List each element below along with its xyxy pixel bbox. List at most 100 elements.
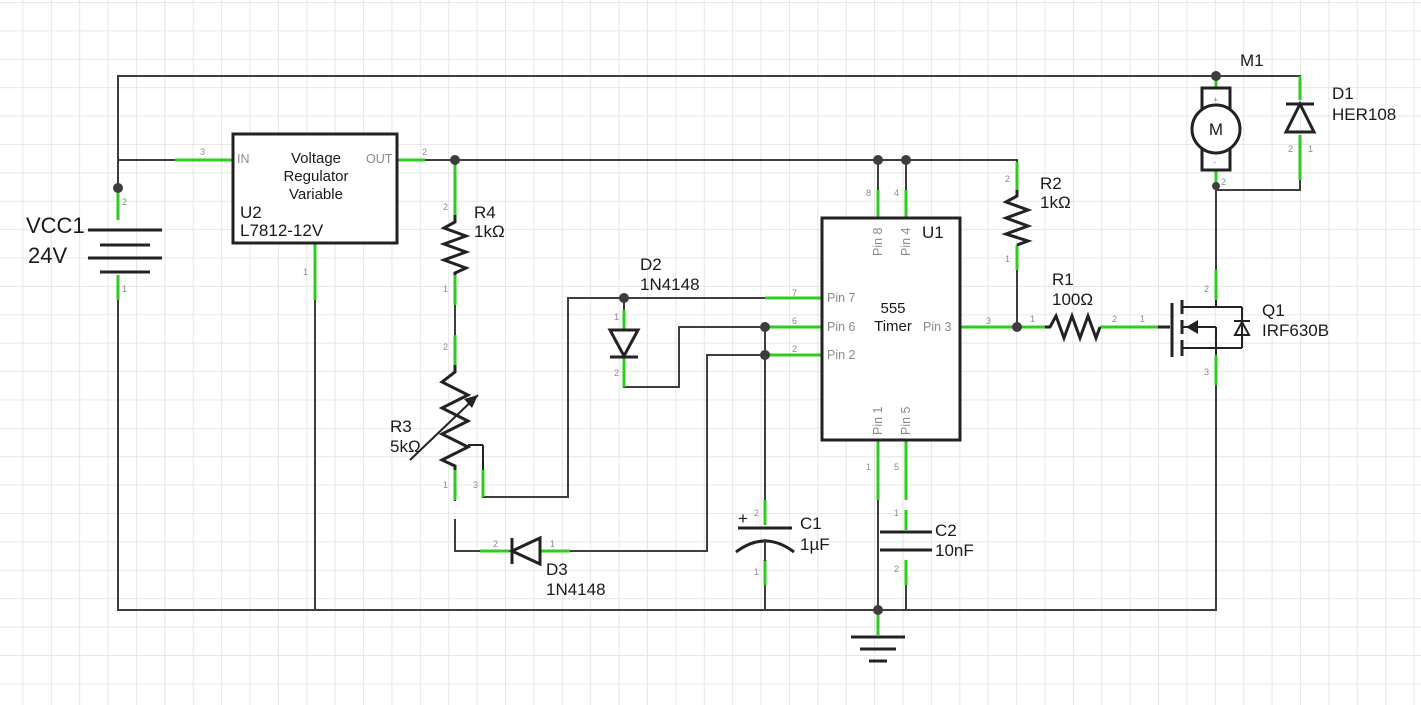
svg-text:1: 1 xyxy=(1308,144,1313,154)
u2-ref: U2 xyxy=(240,203,262,222)
c1-ref: C1 xyxy=(800,514,822,533)
vcc1-name: VCC1 xyxy=(26,213,85,238)
r3-ref: R3 xyxy=(390,417,412,436)
d2-part: 1N4148 xyxy=(640,275,700,294)
u1-pin8-label: Pin 8 xyxy=(871,227,885,256)
u1-pin3-number: 3 xyxy=(986,316,991,326)
svg-text:1: 1 xyxy=(443,480,448,490)
u2-pin-out-label: OUT xyxy=(366,152,393,166)
svg-text:2: 2 xyxy=(614,368,619,378)
m1-plus: + xyxy=(1213,95,1218,105)
svg-text:1: 1 xyxy=(1005,254,1010,264)
svg-text:1: 1 xyxy=(550,539,555,549)
m1-symbol: M xyxy=(1209,120,1223,139)
svg-text:2: 2 xyxy=(894,564,899,574)
d1-ref: D1 xyxy=(1332,84,1354,103)
q1-ref: Q1 xyxy=(1262,301,1285,320)
svg-text:2: 2 xyxy=(422,147,427,157)
u1-pin1-number: 1 xyxy=(866,462,871,472)
u2-line1: Voltage xyxy=(291,150,341,167)
m1-ref: M1 xyxy=(1240,51,1264,70)
d1-part: HER108 xyxy=(1332,105,1396,124)
u1-pin5-label: Pin 5 xyxy=(899,406,913,435)
vcc1-value: 24V xyxy=(28,243,67,268)
junctions xyxy=(113,71,1221,615)
r1-value: 100Ω xyxy=(1052,290,1093,309)
svg-text:3: 3 xyxy=(200,147,205,157)
svg-text:1: 1 xyxy=(443,284,448,294)
diode-d2: D2 1N4148 1 2 xyxy=(607,255,700,378)
mosfet-q1: Q1 IRF630B 2 3 xyxy=(1158,284,1329,377)
u2-line3: Variable xyxy=(289,186,343,203)
u1-line1: 555 xyxy=(880,300,905,317)
svg-text:2: 2 xyxy=(493,539,498,549)
svg-text:1: 1 xyxy=(754,567,759,577)
capacitor-c2: C2 10nF 1 2 xyxy=(880,508,974,574)
c1-value: 1µF xyxy=(800,535,830,554)
u2-line2: Regulator xyxy=(283,168,348,185)
svg-text:3: 3 xyxy=(473,480,478,490)
svg-text:2: 2 xyxy=(1204,284,1209,294)
resistor-r4: R4 1kΩ 2 1 xyxy=(439,202,505,294)
u1-pin3-label: Pin 3 xyxy=(923,320,952,334)
pin-stubs xyxy=(116,76,1302,635)
r2-value: 1kΩ xyxy=(1040,193,1071,212)
u1-pin4-number: 4 xyxy=(894,188,899,198)
svg-text:2: 2 xyxy=(443,202,448,212)
c2-ref: C2 xyxy=(935,521,957,540)
svg-text:3: 3 xyxy=(1204,367,1209,377)
svg-text:2: 2 xyxy=(443,342,448,352)
potentiometer-r3: R3 5kΩ 2 1 3 xyxy=(390,342,484,490)
u1-ref: U1 xyxy=(922,223,944,242)
diode-d1: D1 HER108 2 1 xyxy=(1283,84,1396,154)
svg-text:2: 2 xyxy=(1288,144,1293,154)
diode-d3: D3 1N4148 2 1 xyxy=(493,535,606,599)
r4-value: 1kΩ xyxy=(474,222,505,241)
svg-text:1: 1 xyxy=(614,312,619,322)
u1-pin4-label: Pin 4 xyxy=(899,227,913,256)
q1-part: IRF630B xyxy=(1262,321,1329,340)
r2-ref: R2 xyxy=(1040,174,1062,193)
u1-pin2-number: 2 xyxy=(792,344,797,354)
r3-value: 5kΩ xyxy=(390,437,421,456)
u1-pin8-number: 8 xyxy=(866,188,871,198)
d3-part: 1N4148 xyxy=(546,580,606,599)
svg-text:1: 1 xyxy=(1030,314,1035,324)
ground-symbol xyxy=(851,635,905,663)
u1-pin5-number: 5 xyxy=(894,462,899,472)
d3-ref: D3 xyxy=(546,560,568,579)
u1-pin6-label: Pin 6 xyxy=(827,320,856,334)
m1-minus: - xyxy=(1213,157,1216,167)
svg-text:1: 1 xyxy=(1140,314,1145,324)
timer-555-u1: 555 Timer U1 Pin 7 Pin 6 Pin 2 Pin 3 Pin… xyxy=(792,188,991,472)
u2-part: L7812-12V xyxy=(240,221,324,240)
wires xyxy=(117,75,1301,619)
svg-text:1: 1 xyxy=(122,284,127,294)
u1-pin6-number: 6 xyxy=(792,316,797,326)
u1-pin7-label: Pin 7 xyxy=(827,291,856,305)
svg-text:2: 2 xyxy=(122,197,127,207)
svg-text:1: 1 xyxy=(894,508,899,518)
svg-text:2: 2 xyxy=(754,508,759,518)
svg-text:1: 1 xyxy=(303,267,308,277)
d2-ref: D2 xyxy=(640,255,662,274)
u1-pin2-label: Pin 2 xyxy=(827,348,856,362)
resistor-r2: R2 1kΩ 2 1 xyxy=(1001,174,1071,264)
battery-vcc1: 2 1 VCC1 24V xyxy=(26,197,162,294)
svg-text:2: 2 xyxy=(1112,314,1117,324)
c2-value: 10nF xyxy=(935,541,974,560)
resistor-r1: R1 100Ω 1 2 1 xyxy=(1030,270,1145,343)
voltage-regulator-u2: IN OUT Voltage Regulator Variable U2 L78… xyxy=(200,132,427,277)
u1-pin7-number: 7 xyxy=(792,288,797,298)
svg-text:2: 2 xyxy=(1005,174,1010,184)
u1-pin1-label: Pin 1 xyxy=(871,406,885,435)
capacitor-c1: + C1 1µF 2 1 xyxy=(735,508,830,577)
r1-ref: R1 xyxy=(1052,270,1074,289)
u2-pin-in-label: IN xyxy=(237,152,250,166)
r4-ref: R4 xyxy=(474,203,496,222)
motor-m1: M + - M1 2 xyxy=(1190,51,1264,187)
svg-text:2: 2 xyxy=(1221,177,1226,187)
u1-line2: Timer xyxy=(874,318,912,335)
